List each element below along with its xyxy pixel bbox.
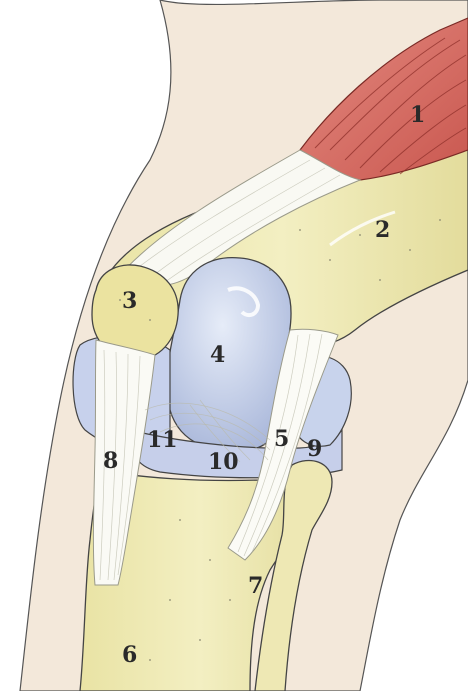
label-4: 4 <box>210 342 225 368</box>
label-1: 1 <box>410 102 425 128</box>
label-10: 10 <box>208 449 239 475</box>
label-8: 8 <box>103 448 118 474</box>
label-11: 11 <box>147 427 178 453</box>
label-6: 6 <box>122 642 137 668</box>
label-5: 5 <box>274 426 289 452</box>
label-9: 9 <box>307 436 322 462</box>
label-7: 7 <box>248 573 263 599</box>
label-3: 3 <box>122 288 137 314</box>
label-2: 2 <box>375 217 390 243</box>
